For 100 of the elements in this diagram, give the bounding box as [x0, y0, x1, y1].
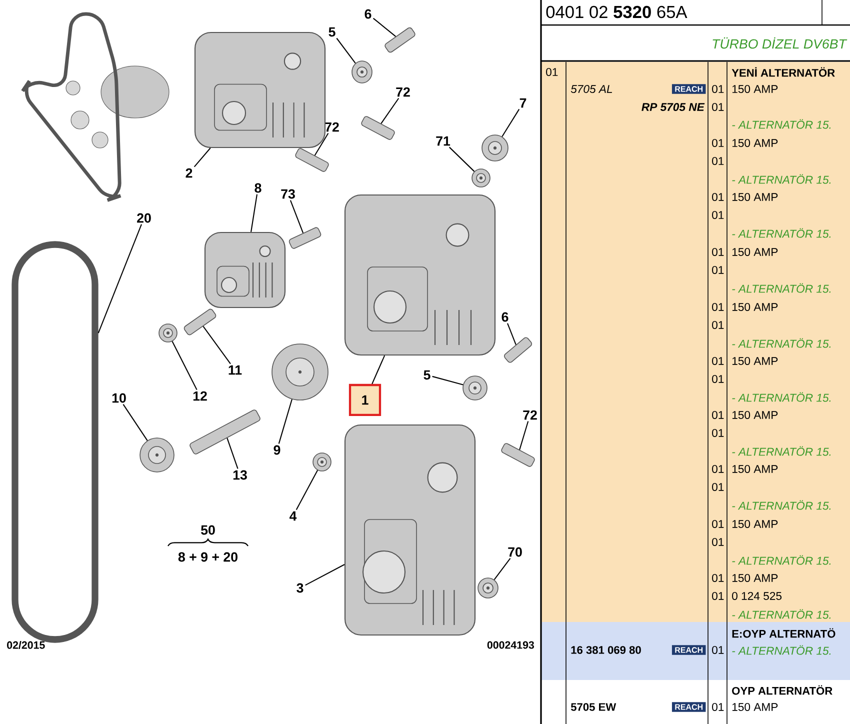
drawing-number: 00024193 [487, 641, 534, 649]
description: 150 AMP [732, 303, 778, 311]
callout-box: 1 [348, 384, 382, 416]
leader-line [250, 194, 258, 232]
part-drawing [344, 194, 496, 356]
bolt-drawing [295, 148, 329, 172]
leader-line [372, 18, 396, 37]
callout-number: 71 [436, 136, 450, 146]
leader-line [336, 38, 356, 64]
description: 150 AMP [732, 574, 778, 582]
description: 150 AMP [732, 411, 778, 419]
leader-line [502, 108, 520, 137]
description: OYP ALTERNATÖR [732, 685, 832, 695]
belt-drawing [12, 241, 98, 643]
callout-number: 72 [523, 410, 537, 420]
quantity: 01 [712, 375, 724, 383]
description: 150 AMP [732, 85, 778, 93]
leader-line [172, 341, 198, 390]
description: YENİ ALTERNATÖR [732, 67, 835, 77]
reach-badge: REACH [672, 645, 706, 655]
quantity: 01 [712, 357, 724, 365]
callout-number: 6 [364, 9, 372, 19]
assembly-number: 50 [201, 525, 215, 535]
callout-number: 11 [228, 365, 242, 375]
part-drawing [272, 344, 328, 400]
leader-line [278, 399, 292, 444]
note-text: - ALTERNATÖR 15. [732, 609, 831, 619]
bolt-drawing [288, 227, 322, 249]
leader-line [494, 558, 511, 580]
quantity: 01 [712, 411, 724, 419]
quantity: 01 [712, 646, 724, 654]
description: 150 AMP [732, 703, 778, 711]
bolt-drawing [504, 337, 532, 363]
callout-number: 5 [328, 27, 336, 37]
bolt-drawing [190, 410, 260, 454]
quantity: 01 [712, 85, 724, 93]
part-drawing [158, 324, 178, 342]
part-drawing [344, 424, 476, 636]
date-text: 02/2015 [7, 641, 45, 649]
quantity: 01 [712, 321, 724, 329]
leader-line [372, 355, 386, 384]
description: 150 AMP [732, 465, 778, 473]
part-drawing [312, 452, 332, 472]
part-drawing [204, 232, 286, 308]
part-drawing [482, 134, 508, 162]
part-drawing [478, 578, 498, 598]
callout-number: 2 [186, 168, 192, 178]
note-text: - ALTERNATÖR 15. [732, 283, 831, 293]
quantity: 01 [712, 303, 724, 311]
callout-number: 12 [193, 391, 207, 401]
leader-line [122, 404, 148, 441]
leader-line [519, 421, 529, 450]
part-drawing [462, 376, 488, 400]
quantity: 01 [712, 139, 724, 147]
description: 0 124 525 [732, 592, 782, 600]
bolt-drawing [501, 443, 535, 467]
leader-line [432, 376, 464, 386]
leader-line [98, 224, 142, 334]
quantity: 01 [712, 538, 724, 546]
callout-number: 10 [112, 393, 126, 403]
quantity: 01 [712, 483, 724, 491]
callout-number: 4 [290, 511, 297, 521]
quantity: 01 [712, 103, 724, 111]
quantity: 01 [712, 703, 724, 711]
leader-line [226, 438, 238, 469]
quantity: 01 [712, 465, 724, 473]
bolt-drawing [384, 27, 416, 53]
leader-line [194, 148, 211, 168]
quantity: 01 [712, 248, 724, 256]
part-drawing [472, 168, 490, 188]
note-text: - ALTERNATÖR 15. [732, 645, 831, 655]
note-text: - ALTERNATÖR 15. [732, 338, 831, 348]
bolt-drawing [361, 116, 395, 140]
description: 150 AMP [732, 139, 778, 147]
description: E:OYP ALTERNATÖ [732, 628, 836, 638]
quantity: 01 [712, 429, 724, 437]
quantity: 01 [712, 266, 724, 274]
leader-line [380, 98, 400, 124]
leader-line [507, 323, 516, 345]
reach-badge: REACH [672, 702, 706, 712]
callout-number: 20 [137, 213, 151, 223]
callout-number: 72 [396, 87, 410, 97]
bolt-drawing [184, 308, 216, 336]
part-drawing [194, 32, 326, 148]
leader-line [314, 132, 329, 156]
callout-number: 6 [502, 312, 508, 322]
note-text: - ALTERNATÖR 15. [732, 500, 831, 510]
engine-title: TÜRBO DİZEL DV6BT [712, 37, 848, 49]
note-text: - ALTERNATÖR 15. [732, 446, 831, 456]
note-text: - ALTERNATÖR 15. [732, 174, 831, 184]
callout-number: 3 [296, 583, 304, 593]
callout-number: 9 [274, 445, 280, 455]
callout-number: 8 [254, 183, 262, 193]
callout-number: 5 [424, 370, 430, 380]
quantity: 01 [712, 574, 724, 582]
part-drawing [352, 60, 372, 84]
part-number: RP 5705 NE [642, 103, 705, 111]
leader-line [448, 146, 475, 172]
leader-line [296, 470, 318, 510]
reference-number: 0401 02 5320 65A [546, 6, 688, 18]
